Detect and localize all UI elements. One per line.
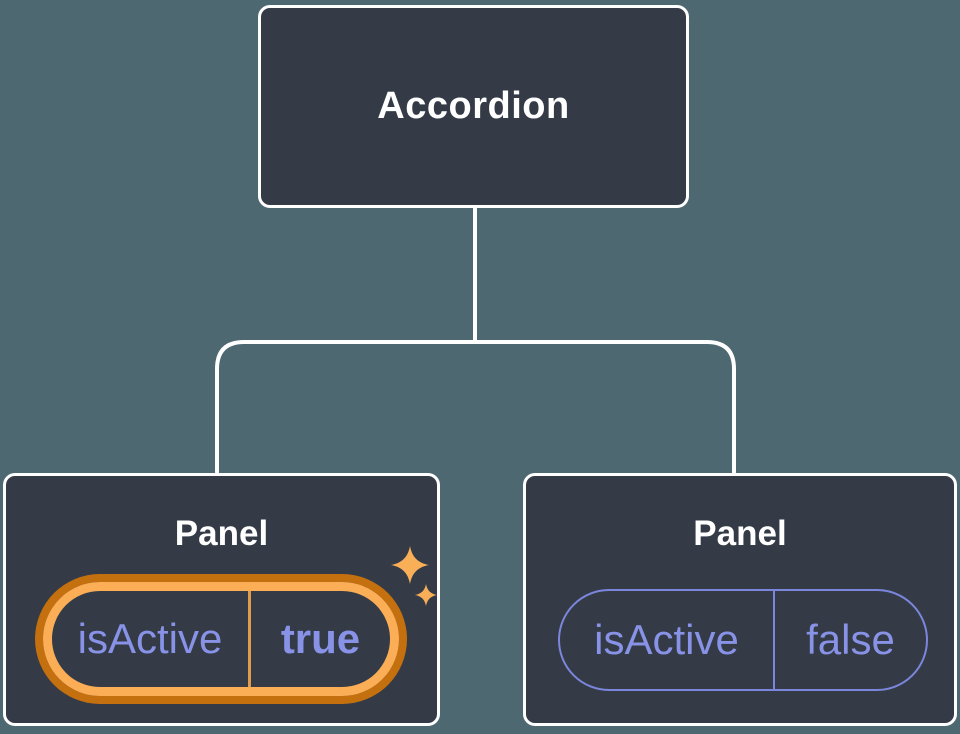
state-pill-inactive: isActive false [558,589,928,691]
panel-node-active: Panel isActive true [3,473,440,726]
branch-bracket-line [215,340,736,474]
panel-node-label: Panel [693,514,787,553]
state-pill-active: isActive true [43,582,399,696]
accordion-node-label: Accordion [377,85,570,127]
panel-node-label: Panel [174,514,269,553]
state-prop-name: isActive [77,615,223,662]
pill-divider [773,591,775,689]
state-prop-value: false [806,616,895,663]
panel-node-inactive: Panel isActive false [523,473,957,726]
accordion-node: Accordion [258,5,689,208]
pill-divider [248,591,251,687]
state-prop-name: isActive [594,616,739,663]
state-prop-value: true [280,615,361,662]
